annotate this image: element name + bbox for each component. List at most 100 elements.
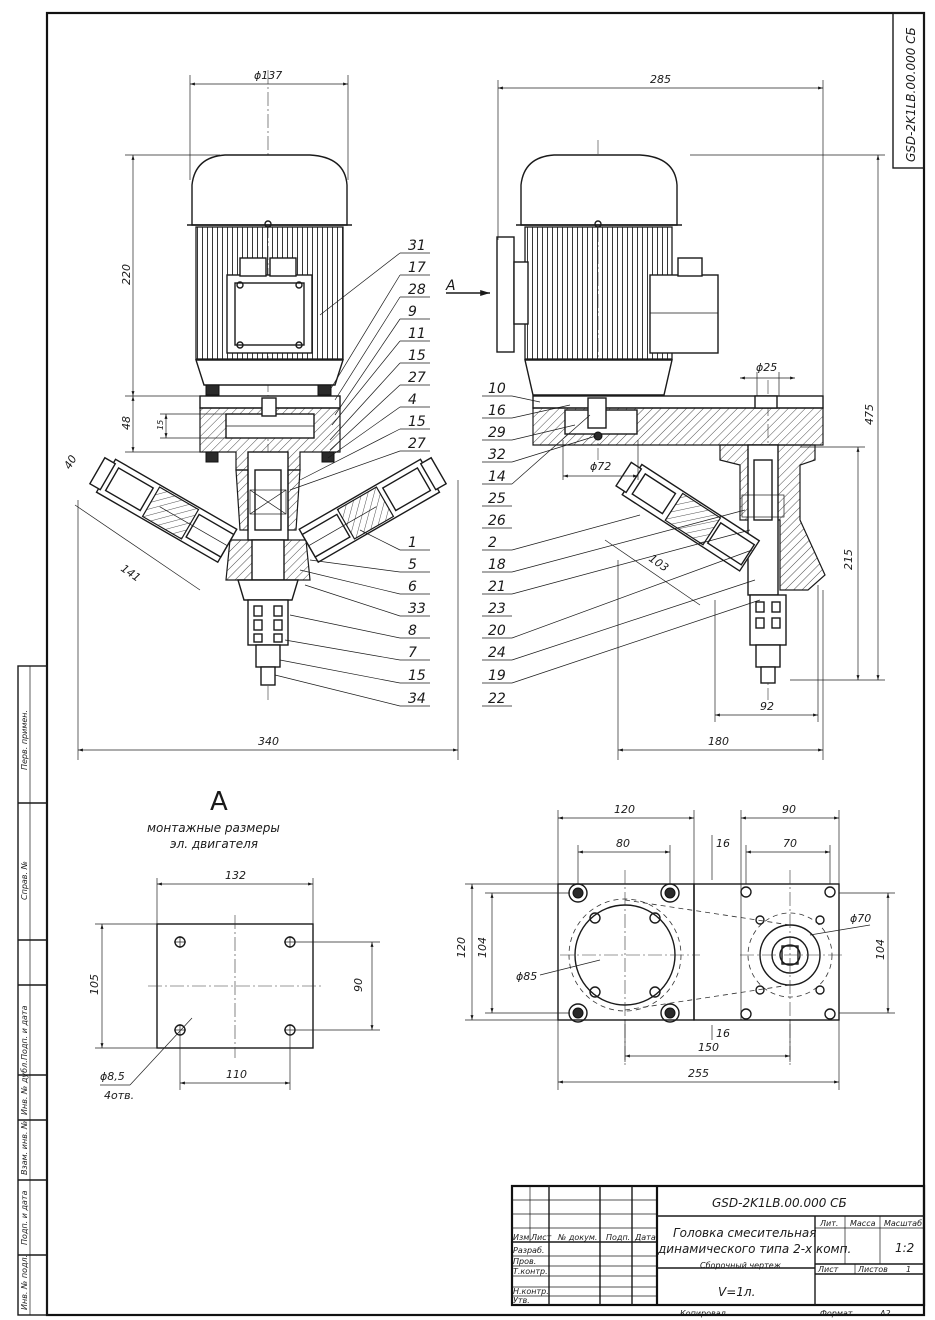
tb-doc-type: Сборочный чертеж <box>700 1261 782 1270</box>
tb-row-utv: Утв. <box>513 1296 530 1305</box>
side-strip: Перв. примен. Справ. № Подп. и дата Инв.… <box>17 665 48 1316</box>
dim-mount-holes: 4отв. <box>104 1089 134 1102</box>
tb-col-date: Дата <box>634 1233 656 1242</box>
title-block: Изм. Лист № докум. Подп. Дата Разраб. Пр… <box>510 1184 926 1318</box>
pos-5: 5 <box>408 557 417 573</box>
pos-27a: 27 <box>408 370 426 386</box>
pos-32: 32 <box>488 447 506 463</box>
tb-volume: V=1л. <box>718 1285 755 1299</box>
dim-side-285: 285 <box>650 73 671 86</box>
pos-22: 22 <box>488 691 506 707</box>
dim-side-180: 180 <box>708 735 729 748</box>
pos-1: 1 <box>408 535 417 551</box>
tb-scale-val: 1:2 <box>895 1241 914 1255</box>
pos-4: 4 <box>408 392 417 408</box>
strip-label-5: Подп. и дата <box>20 1190 29 1245</box>
front-view: ϕ137 220 48 15 40 141 340 31 17 28 9 11 … <box>61 69 459 760</box>
dim-plan-255: 255 <box>688 1067 709 1080</box>
pos-19: 19 <box>488 668 506 684</box>
tb-row-prov: Пров. <box>513 1257 536 1266</box>
view-arrow-label: A <box>445 278 456 294</box>
dim-plan-90: 90 <box>782 803 796 816</box>
pos-31: 31 <box>408 238 426 254</box>
pos-16: 16 <box>488 403 506 419</box>
dim-mount-90: 90 <box>352 978 365 992</box>
pos-17: 17 <box>408 260 426 276</box>
dim-front-40: 40 <box>61 453 79 472</box>
tb-row-razrab: Разраб. <box>513 1246 544 1255</box>
tb-lit: Лит. <box>819 1219 838 1228</box>
dim-front-15: 15 <box>156 420 165 430</box>
plan-view: 120 90 80 70 16 16 ϕ70 120 104 ϕ85 104 <box>455 803 895 1090</box>
dim-plan-104b: 104 <box>874 939 887 960</box>
mount-note-1: монтажные размеры <box>147 821 280 835</box>
dim-plan-150: 150 <box>698 1041 719 1054</box>
pos-15b: 15 <box>408 414 426 430</box>
pos-20: 20 <box>488 623 506 639</box>
mount-note-2: эл. двигателя <box>170 837 258 851</box>
drawing-frame <box>45 11 926 1317</box>
strip-label-2: Подп. и дата <box>20 1005 29 1060</box>
tb-name-2: динамического типа 2-х комп. <box>657 1242 851 1256</box>
tb-sheet: Лист <box>817 1265 839 1274</box>
pos-27b: 27 <box>408 436 426 452</box>
pos-23: 23 <box>488 601 506 617</box>
dim-plan-120: 120 <box>614 803 635 816</box>
dim-side-215: 215 <box>842 549 855 570</box>
dim-mount-110: 110 <box>226 1068 247 1081</box>
dim-plan-70: 70 <box>783 837 797 850</box>
pos-8: 8 <box>408 623 417 639</box>
tb-sheets: Листов <box>857 1265 888 1274</box>
pos-15a: 15 <box>408 348 426 364</box>
strip-label-4: Взам. инв. № <box>20 1121 29 1175</box>
pos-29: 29 <box>488 425 506 441</box>
top-code-text: GSD-2K1LB.00.000 СБ <box>904 27 918 162</box>
motor-fan-cover <box>191 154 348 226</box>
pos-18: 18 <box>488 557 506 573</box>
dim-front-220: 220 <box>120 264 133 285</box>
dim-plan-80: 80 <box>616 837 630 850</box>
pos-10: 10 <box>488 381 506 397</box>
pos-21: 21 <box>488 579 506 595</box>
top-code-box: GSD-2K1LB.00.000 СБ <box>892 12 925 169</box>
tb-row-tkontr: Т.контр. <box>513 1267 548 1276</box>
plan-right-block <box>693 883 840 1021</box>
dim-side-dia72: ϕ72 <box>590 460 611 473</box>
tb-scale: Масштаб <box>884 1219 922 1228</box>
dim-plan-120v: 120 <box>455 937 468 958</box>
tb-sheets-val: 1 <box>906 1265 911 1274</box>
pos-33: 33 <box>408 601 426 617</box>
pos-14: 14 <box>488 469 506 485</box>
dim-mount-hole: ϕ8,5 <box>100 1070 125 1083</box>
pos-2: 2 <box>488 535 497 551</box>
dim-front-340: 340 <box>258 735 279 748</box>
dim-plan-16b: 16 <box>716 1027 730 1040</box>
dim-plan-dia70: ϕ70 <box>850 912 871 925</box>
tb-col-list: Лист <box>530 1233 552 1242</box>
strip-label-3: Инв. № дубл. <box>20 1060 29 1115</box>
side-view: A <box>445 73 885 760</box>
tb-format: Формат <box>820 1309 853 1318</box>
tb-col-sign: Подп. <box>606 1233 630 1242</box>
strip-label-6: Инв. № подл. <box>20 1255 29 1310</box>
tb-copied: Копировал <box>680 1309 726 1318</box>
pos-6: 6 <box>408 579 417 595</box>
pos-28: 28 <box>408 282 426 298</box>
dim-plan-16a: 16 <box>716 837 730 850</box>
pos-11: 11 <box>408 326 426 342</box>
pos-34: 34 <box>408 691 426 707</box>
pos-9: 9 <box>408 304 417 320</box>
strip-label-1: Справ. № <box>20 861 29 900</box>
dim-front-48: 48 <box>120 416 133 430</box>
pos-24: 24 <box>488 645 506 661</box>
tb-name-1: Головка смесительная <box>673 1226 817 1240</box>
tb-row-nkontr: Н.контр. <box>513 1287 549 1296</box>
dim-front-141: 141 <box>118 562 143 585</box>
tb-col-doc: № докум. <box>557 1233 597 1242</box>
dim-side-92: 92 <box>760 700 774 713</box>
mount-view: A монтажные размеры эл. двигателя 132 10… <box>88 787 380 1102</box>
dim-mount-132: 132 <box>225 869 246 882</box>
tb-mass: Масса <box>850 1219 876 1228</box>
dim-mount-105: 105 <box>88 974 101 995</box>
